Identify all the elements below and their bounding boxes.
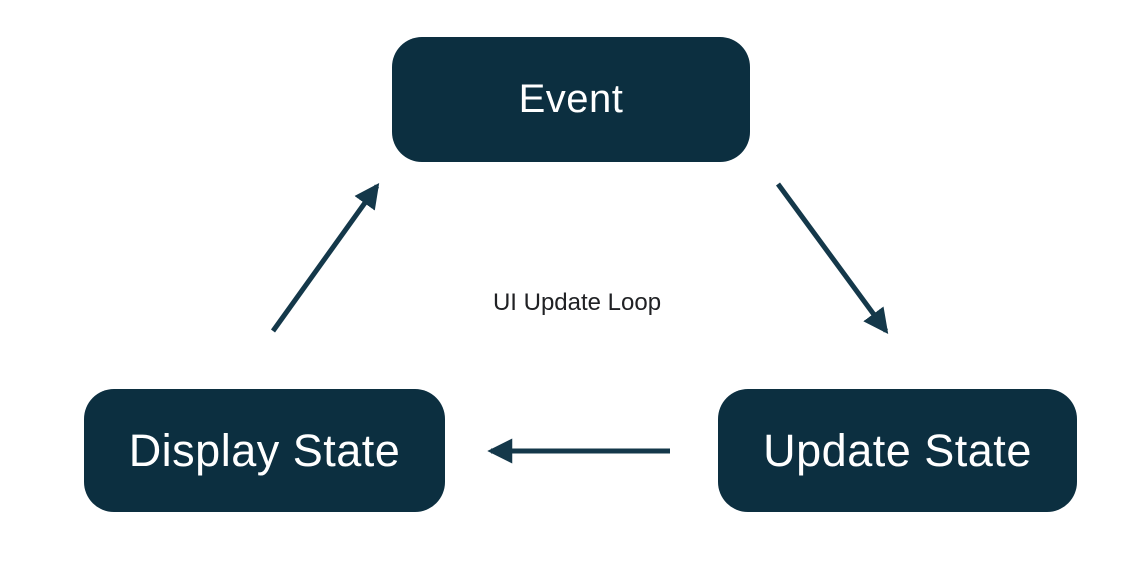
node-display-state: Display State — [84, 389, 445, 512]
node-event: Event — [392, 37, 750, 162]
node-update-state-label: Update State — [763, 424, 1032, 476]
diagram-title: UI Update Loop — [492, 289, 662, 316]
node-event-label: Event — [518, 77, 624, 121]
edge-display-state-to-event — [270, 182, 380, 333]
edge-event-to-update-state — [775, 182, 889, 335]
node-display-state-label: Display State — [128, 424, 401, 476]
node-update-state: Update State — [718, 389, 1077, 512]
